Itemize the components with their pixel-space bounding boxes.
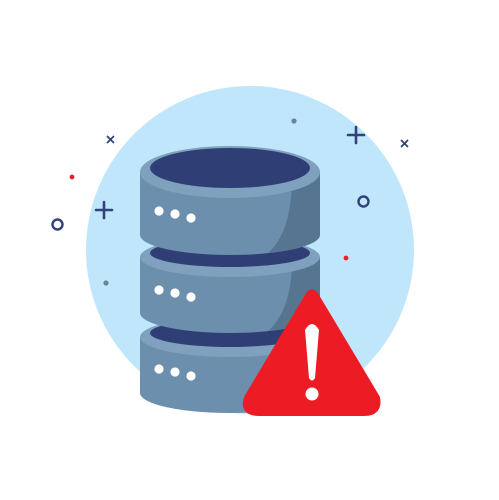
dot-icon [343, 255, 349, 261]
cross-icon [106, 135, 115, 144]
indicator-lights [154, 206, 196, 381]
plus-icon [346, 125, 366, 145]
exclamation-mark [305, 324, 319, 381]
database-tier-top [140, 146, 320, 255]
decorative-sparkles [51, 118, 409, 286]
dot-icon [69, 174, 75, 180]
ring-icon [51, 218, 64, 231]
dot-icon [291, 118, 297, 124]
exclamation-dot [305, 387, 319, 401]
plus-icon [94, 200, 114, 220]
dot-icon [103, 280, 109, 286]
ring-icon [357, 195, 370, 208]
database-icon [140, 146, 320, 413]
cross-icon [400, 139, 409, 148]
warning-icon [242, 289, 381, 416]
